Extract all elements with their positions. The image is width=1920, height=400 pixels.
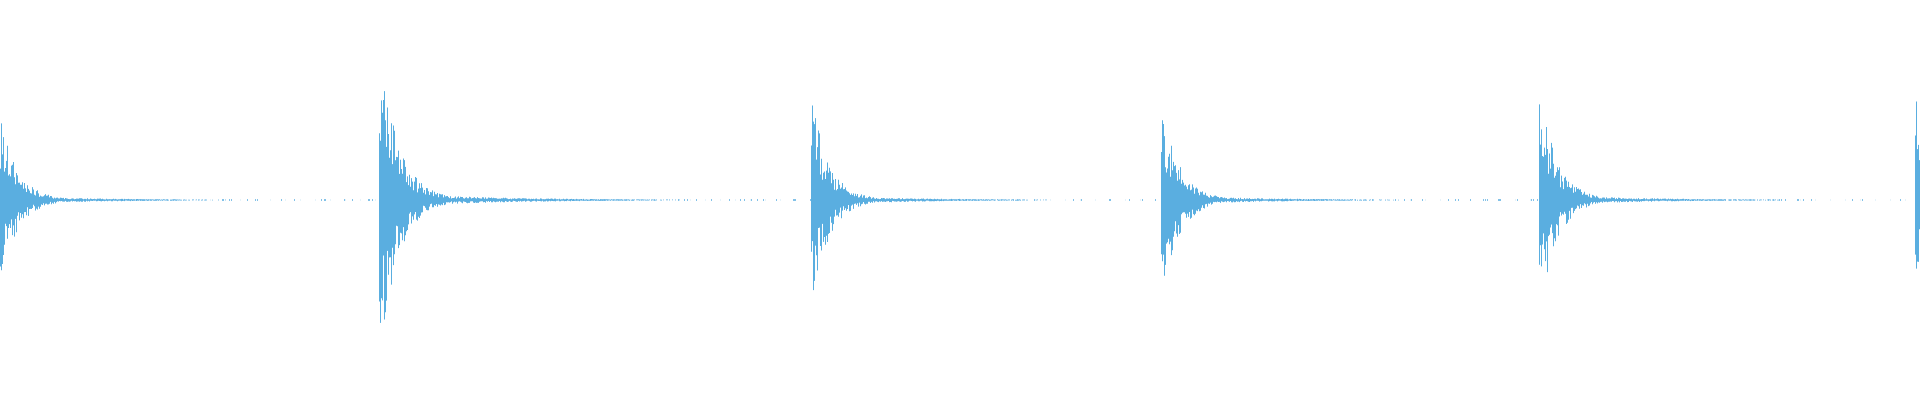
waveform-path <box>0 91 1920 323</box>
waveform-trace <box>0 91 1920 323</box>
